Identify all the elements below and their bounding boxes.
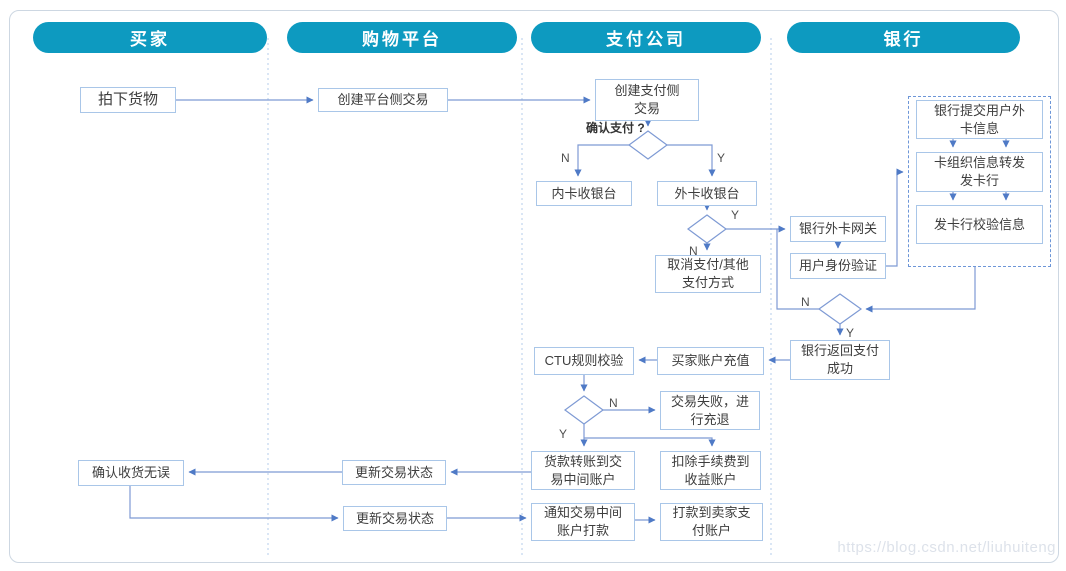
node-deduct-fee: 扣除手续费到 收益账户 xyxy=(660,451,761,490)
edge-confirm-n-to-domestic-cashier xyxy=(574,144,629,177)
node-transfer-to-intermediate: 货款转账到交 易中间账户 xyxy=(531,451,635,490)
card-verification-group xyxy=(908,96,1051,267)
label-bank-y: Y xyxy=(846,326,855,340)
node-cancel-payment: 取消支付/其他 支付方式 xyxy=(655,255,761,293)
lane-header-bank: 银行 xyxy=(787,22,1020,53)
edge-ctu-y-to-deduct-fee xyxy=(584,437,716,447)
edge-confirm-y-to-foreign-cashier xyxy=(667,144,716,177)
edge-issuer-group-to-bank-decision xyxy=(865,267,976,313)
edge-bank-decision-n-loop xyxy=(776,229,819,310)
lane-header-payment: 支付公司 xyxy=(531,22,761,53)
node-foreign-card-cashier: 外卡收银台 xyxy=(657,181,757,206)
node-card-org-forward: 卡组织信息转发 发卡行 xyxy=(916,152,1043,192)
node-issuer-verify-info: 发卡行校验信息 xyxy=(916,205,1043,244)
label-confirm-n: N xyxy=(561,151,570,165)
node-bank-submit-card-info: 银行提交用户外 卡信息 xyxy=(916,100,1043,139)
edge-identity-to-card-org xyxy=(886,168,904,267)
decision-foreign-card-auth xyxy=(686,214,728,244)
node-create-platform-txn: 创建平台侧交易 xyxy=(318,88,448,112)
node-update-txn-status-2: 更新交易状态 xyxy=(343,506,447,531)
node-place-order: 拍下货物 xyxy=(80,87,176,113)
node-confirm-receipt: 确认收货无误 xyxy=(78,460,184,486)
node-domestic-card-cashier: 内卡收银台 xyxy=(536,181,632,206)
node-txn-failed-refund: 交易失败，进 行充退 xyxy=(660,391,760,430)
lane-header-buyer: 买家 xyxy=(33,22,267,53)
node-buyer-account-topup: 买家账户充值 xyxy=(657,347,764,375)
label-foreign-n: N xyxy=(689,244,698,258)
label-ctu-y: Y xyxy=(559,427,568,441)
decision-bank-verify xyxy=(817,293,863,325)
watermark-url: https://blog.csdn.net/liuhuiteng xyxy=(837,539,1056,556)
node-bank-foreign-gateway: 银行外卡网关 xyxy=(790,216,886,242)
label-foreign-y: Y xyxy=(731,208,740,222)
node-update-txn-status-1: 更新交易状态 xyxy=(342,460,446,485)
node-payout-to-seller: 打款到卖家支 付账户 xyxy=(660,503,763,541)
node-create-payment-txn: 创建支付侧 交易 xyxy=(595,79,699,121)
decision-confirm-payment xyxy=(627,130,669,160)
node-notify-intermediate-payout: 通知交易中间 账户打款 xyxy=(531,503,635,541)
node-user-identity-verify: 用户身份验证 xyxy=(790,253,886,279)
edge-confirm-receipt-to-update2 xyxy=(129,486,339,522)
decision-ctu-result xyxy=(563,395,605,425)
label-confirm-payment-question: 确认支付 ? xyxy=(586,121,645,135)
label-confirm-y: Y xyxy=(717,151,726,165)
lane-header-platform: 购物平台 xyxy=(287,22,517,53)
label-ctu-n: N xyxy=(609,396,618,410)
node-bank-return-success: 银行返回支付 成功 xyxy=(790,340,890,380)
node-ctu-check: CTU规则校验 xyxy=(534,347,634,375)
label-bank-n: N xyxy=(801,295,810,309)
